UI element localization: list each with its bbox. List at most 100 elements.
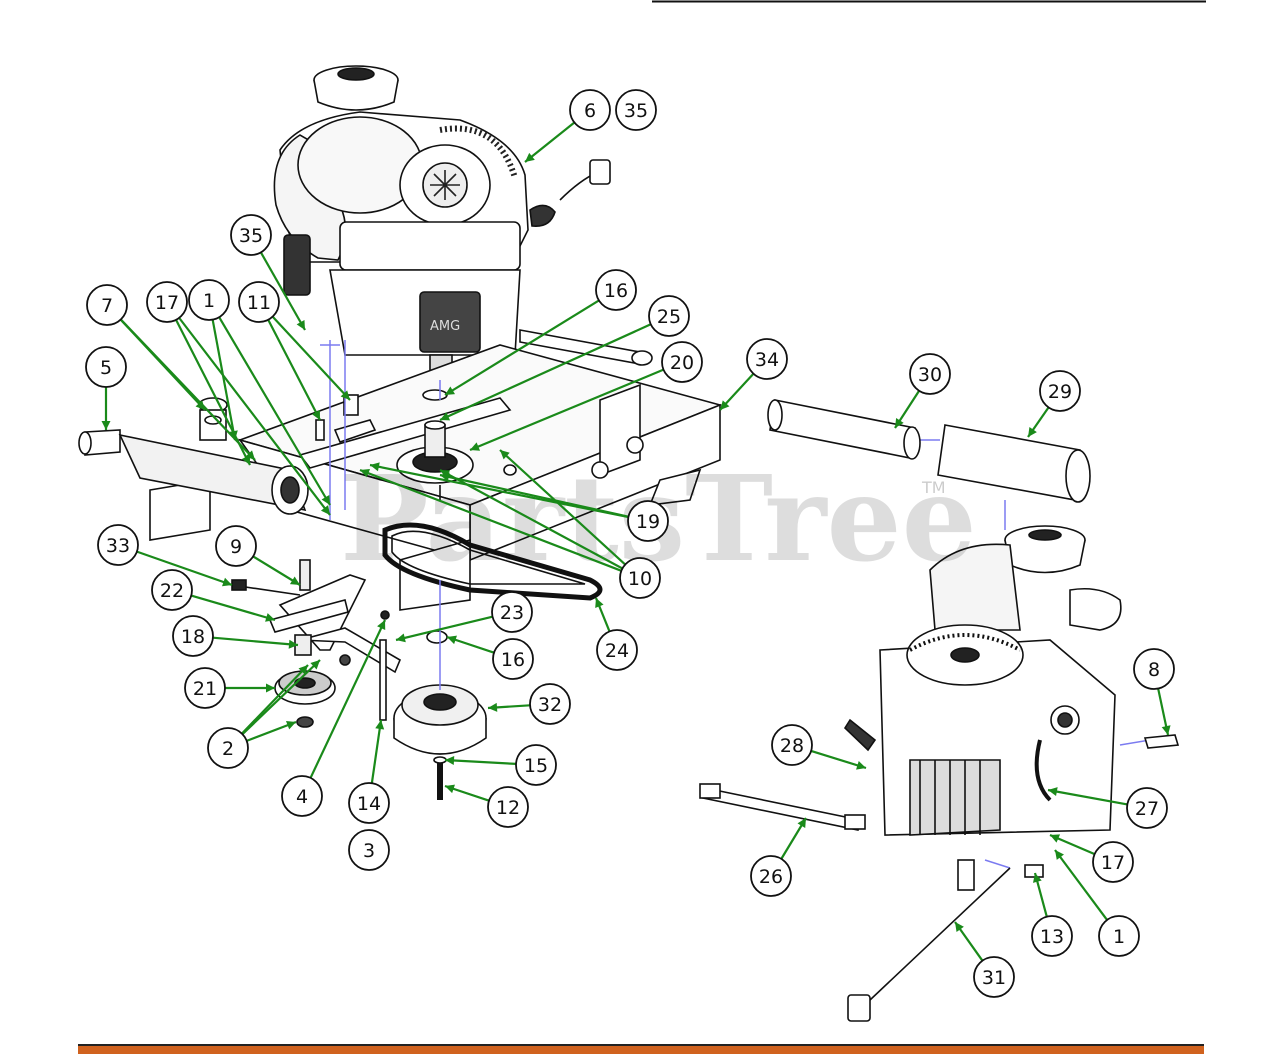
callout-label: 6 — [584, 100, 596, 122]
callout-label: 27 — [1135, 798, 1159, 820]
leader-c17a-0 — [175, 319, 251, 466]
watermark-tm: TM — [921, 478, 946, 497]
arrowhead-c24-0 — [595, 598, 604, 609]
callout-circle — [1126, 787, 1168, 829]
callout-c9: 9 — [215, 525, 257, 567]
callout-label: 33 — [106, 535, 130, 557]
arrowhead-c29-0 — [1028, 427, 1037, 437]
callout-label: 25 — [657, 306, 681, 328]
arrowhead-c9-0 — [289, 576, 300, 585]
callout-c2: 2 — [207, 727, 249, 769]
leader-c14-0 — [370, 719, 383, 784]
callout-circle — [596, 629, 638, 671]
bracket-arm — [268, 559, 448, 721]
arrowhead-c7-1 — [245, 450, 255, 460]
callout-circle — [85, 346, 127, 388]
arrowhead-c18-0 — [288, 639, 298, 649]
callout-label: 1 — [1113, 926, 1125, 948]
callout-c26: 26 — [750, 855, 792, 897]
air-filter-inner — [767, 399, 921, 460]
callout-c22: 22 — [151, 569, 193, 611]
callout-c35a: 35 — [615, 89, 657, 131]
callout-c18: 18 — [172, 615, 214, 657]
callout-circle — [230, 214, 272, 256]
arrowhead-c10-2 — [360, 469, 371, 478]
arrowhead-c25-0 — [440, 412, 451, 421]
arrowhead-c6-0 — [525, 152, 535, 162]
callout-c24: 24 — [596, 629, 638, 671]
callout-circle — [1133, 648, 1175, 690]
drive-belt-inner — [391, 530, 586, 585]
callout-label: 23 — [500, 602, 524, 624]
arrowhead-c30-0 — [895, 418, 904, 428]
pto-pulley — [274, 670, 336, 728]
callout-c15: 15 — [515, 744, 557, 786]
arrowhead-c13-0 — [1033, 873, 1042, 883]
arrowhead-c26-0 — [797, 818, 806, 829]
callout-circle — [215, 525, 257, 567]
engine-right — [843, 525, 1180, 891]
callout-circle — [569, 89, 611, 131]
arrowhead-c1a-0 — [228, 430, 238, 440]
leader-c23-0 — [395, 615, 493, 642]
arrowhead-c8-0 — [1161, 725, 1171, 735]
leader-c10-1 — [439, 469, 623, 570]
callout-circle — [595, 269, 637, 311]
leader-c35b-0 — [259, 251, 306, 331]
leader-c20-0 — [469, 368, 664, 452]
leader-c17a-1 — [178, 317, 331, 516]
callout-circle — [648, 295, 690, 337]
callout-c12: 12 — [487, 786, 529, 828]
callout-label: 16 — [501, 649, 525, 671]
callout-circle — [619, 557, 661, 599]
leader-c22-0 — [190, 594, 276, 622]
callout-circle — [184, 667, 226, 709]
callout-circle — [615, 89, 657, 131]
frame-chassis — [149, 344, 723, 611]
leader-c2-0 — [241, 659, 321, 735]
leader-c10-0 — [499, 449, 626, 566]
callout-circle — [491, 591, 533, 633]
arrowhead-c10-0 — [500, 450, 510, 460]
arrowhead-c11-0 — [311, 409, 320, 420]
callout-c31: 31 — [973, 956, 1015, 998]
callout-circle — [909, 353, 951, 395]
callout-c5: 5 — [85, 346, 127, 388]
callout-circle — [661, 341, 703, 383]
callout-label: 2 — [222, 738, 234, 760]
callout-c4: 4 — [281, 775, 323, 817]
callout-c21: 21 — [184, 667, 226, 709]
footer-bar — [78, 1046, 1204, 1054]
callout-label: 8 — [1148, 659, 1160, 681]
callout-label: 16 — [604, 280, 628, 302]
arrowhead-c17a-1 — [320, 505, 330, 515]
callout-label: 14 — [357, 793, 381, 815]
callout-label: 31 — [982, 967, 1006, 989]
bolt-13 — [1024, 864, 1044, 878]
callout-label: 19 — [636, 511, 660, 533]
arrowhead-c2-2 — [298, 665, 308, 675]
callout-label: 17 — [1101, 852, 1125, 874]
muffler — [78, 429, 309, 515]
callout-label: 10 — [628, 568, 652, 590]
arrowhead-c21-0 — [266, 683, 275, 693]
callout-label: 9 — [230, 536, 242, 558]
leader-c25-0 — [439, 323, 652, 422]
callout-c1b: 1 — [1098, 915, 1140, 957]
callout-label: 30 — [918, 364, 942, 386]
arrowhead-c4-0 — [377, 620, 386, 631]
callout-c25: 25 — [648, 295, 690, 337]
callout-circle — [515, 744, 557, 786]
callout-label: 3 — [363, 840, 375, 862]
callout-c10: 10 — [619, 557, 661, 599]
callout-label: 26 — [759, 866, 783, 888]
callout-c27: 27 — [1126, 787, 1168, 829]
callout-c16b: 16 — [492, 638, 534, 680]
callout-label: 7 — [101, 295, 113, 317]
callout-c20: 20 — [661, 341, 703, 383]
leader-c33-0 — [136, 550, 233, 587]
callout-c34: 34 — [746, 338, 788, 380]
arrowhead-c10-1 — [440, 470, 451, 479]
engine-main: AMG — [273, 65, 653, 386]
